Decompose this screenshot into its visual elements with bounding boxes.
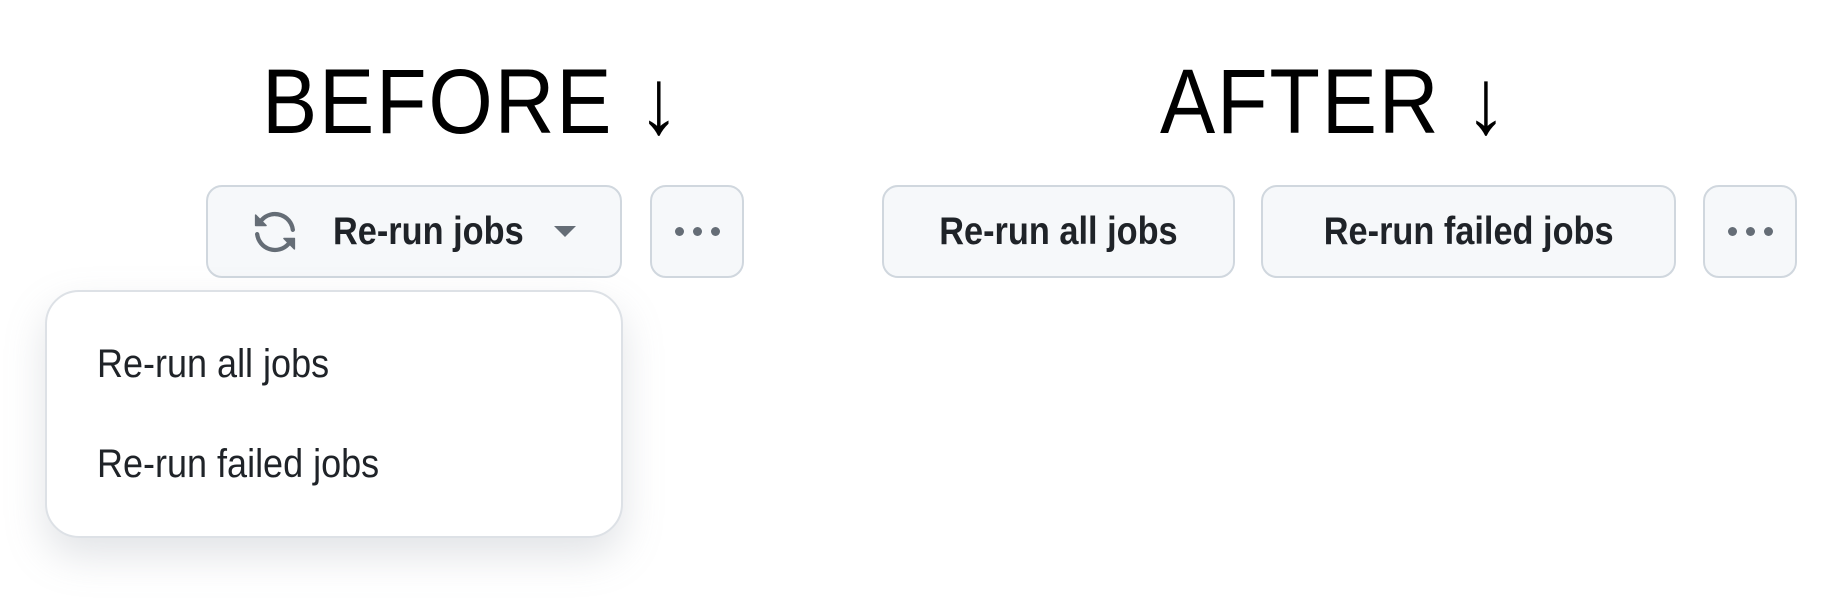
menu-item-rerun-all-jobs[interactable]: Re-run all jobs [97, 342, 330, 386]
after-heading: AFTER ↓ [1160, 51, 1509, 153]
rerun-dropdown-menu: Re-run all jobs Re-run failed jobs [45, 290, 623, 538]
menu-item-rerun-failed-jobs[interactable]: Re-run failed jobs [97, 442, 380, 486]
kebab-horizontal-icon [674, 227, 720, 236]
rerun-failed-jobs-button[interactable]: Re-run failed jobs [1261, 185, 1676, 278]
more-options-button[interactable] [650, 185, 744, 278]
triangle-down-icon [554, 226, 577, 237]
rerun-all-jobs-button[interactable]: Re-run all jobs [882, 185, 1235, 278]
rerun-jobs-label: Re-run jobs [332, 209, 524, 253]
sync-icon [252, 209, 298, 255]
kebab-horizontal-icon [1727, 227, 1773, 236]
before-heading: BEFORE ↓ [262, 51, 682, 153]
rerun-all-jobs-label: Re-run all jobs [939, 209, 1178, 253]
rerun-jobs-dropdown-button[interactable]: Re-run jobs [206, 185, 622, 278]
rerun-failed-jobs-label: Re-run failed jobs [1323, 209, 1614, 253]
more-options-button-after[interactable] [1703, 185, 1797, 278]
